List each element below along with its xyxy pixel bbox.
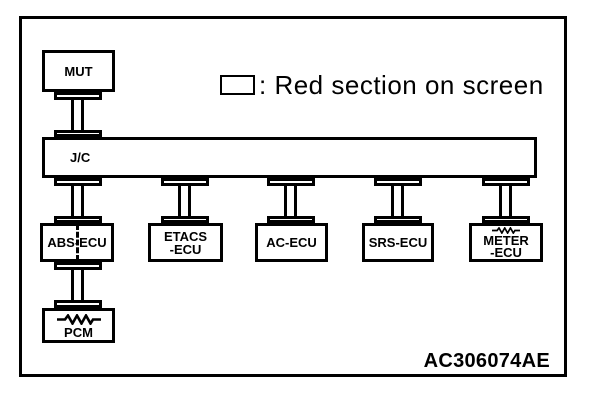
connector-flange — [54, 300, 102, 308]
connector-jc-etacs — [161, 178, 209, 223]
node-label-line1: METER — [483, 233, 529, 248]
dashed-split-line-icon — [76, 224, 79, 261]
connector-flange — [374, 216, 422, 223]
node-etacs-ecu: ETACS -ECU — [148, 223, 223, 262]
connector-jc-srs — [374, 178, 422, 223]
node-ac-ecu: AC-ECU — [255, 223, 328, 262]
legend: : Red section on screen — [220, 70, 544, 100]
connector-jc-abs — [54, 178, 102, 223]
connector-flange — [482, 216, 530, 223]
connector-flange — [267, 178, 315, 186]
node-label-line1: ETACS — [163, 228, 208, 244]
node-label: AC-ECU — [266, 235, 317, 250]
node-label-line2: -ECU — [169, 241, 202, 257]
node-label: PCM — [64, 324, 93, 340]
connector-jc-meter — [482, 178, 530, 223]
connector-flange — [54, 262, 102, 270]
connector-column — [71, 186, 84, 216]
connector-column — [284, 186, 297, 216]
connector-column — [71, 270, 84, 300]
connector-column — [391, 186, 404, 216]
connector-flange — [267, 216, 315, 223]
node-label: MUT — [64, 63, 93, 79]
node-meter-ecu: METER -ECU — [469, 223, 543, 262]
node-pcm: PCM — [42, 308, 115, 343]
connector-column — [499, 186, 512, 216]
node-junction-connector: J/C — [42, 137, 537, 178]
termination-resistor-icon — [56, 313, 101, 325]
connector-flange — [54, 92, 102, 100]
connector-column — [71, 100, 84, 130]
figure-code: AC306074AE — [423, 350, 550, 372]
connector-flange — [374, 178, 422, 186]
node-label: J/C — [70, 150, 91, 165]
connector-abs-pcm — [54, 262, 102, 308]
node-label: ABS-ECU — [47, 235, 107, 250]
node-label-line2: -ECU — [490, 245, 522, 260]
node-abs-ecu: ABS-ECU — [40, 223, 114, 262]
node-srs-ecu: SRS-ECU — [362, 223, 434, 262]
red-section-swatch-icon — [220, 75, 255, 95]
connector-flange — [161, 178, 209, 186]
connector-flange — [54, 216, 102, 223]
connector-flange — [54, 130, 102, 137]
connector-jc-ac — [267, 178, 315, 223]
connector-flange — [482, 178, 530, 186]
connector-column — [178, 186, 191, 216]
legend-label: : Red section on screen — [259, 70, 544, 100]
node-label: SRS-ECU — [368, 235, 428, 250]
connector-mut-jc — [54, 92, 102, 137]
connector-flange — [161, 216, 209, 223]
node-mut: MUT — [42, 50, 115, 92]
termination-resistor-icon — [492, 227, 520, 234]
connector-flange — [54, 178, 102, 186]
